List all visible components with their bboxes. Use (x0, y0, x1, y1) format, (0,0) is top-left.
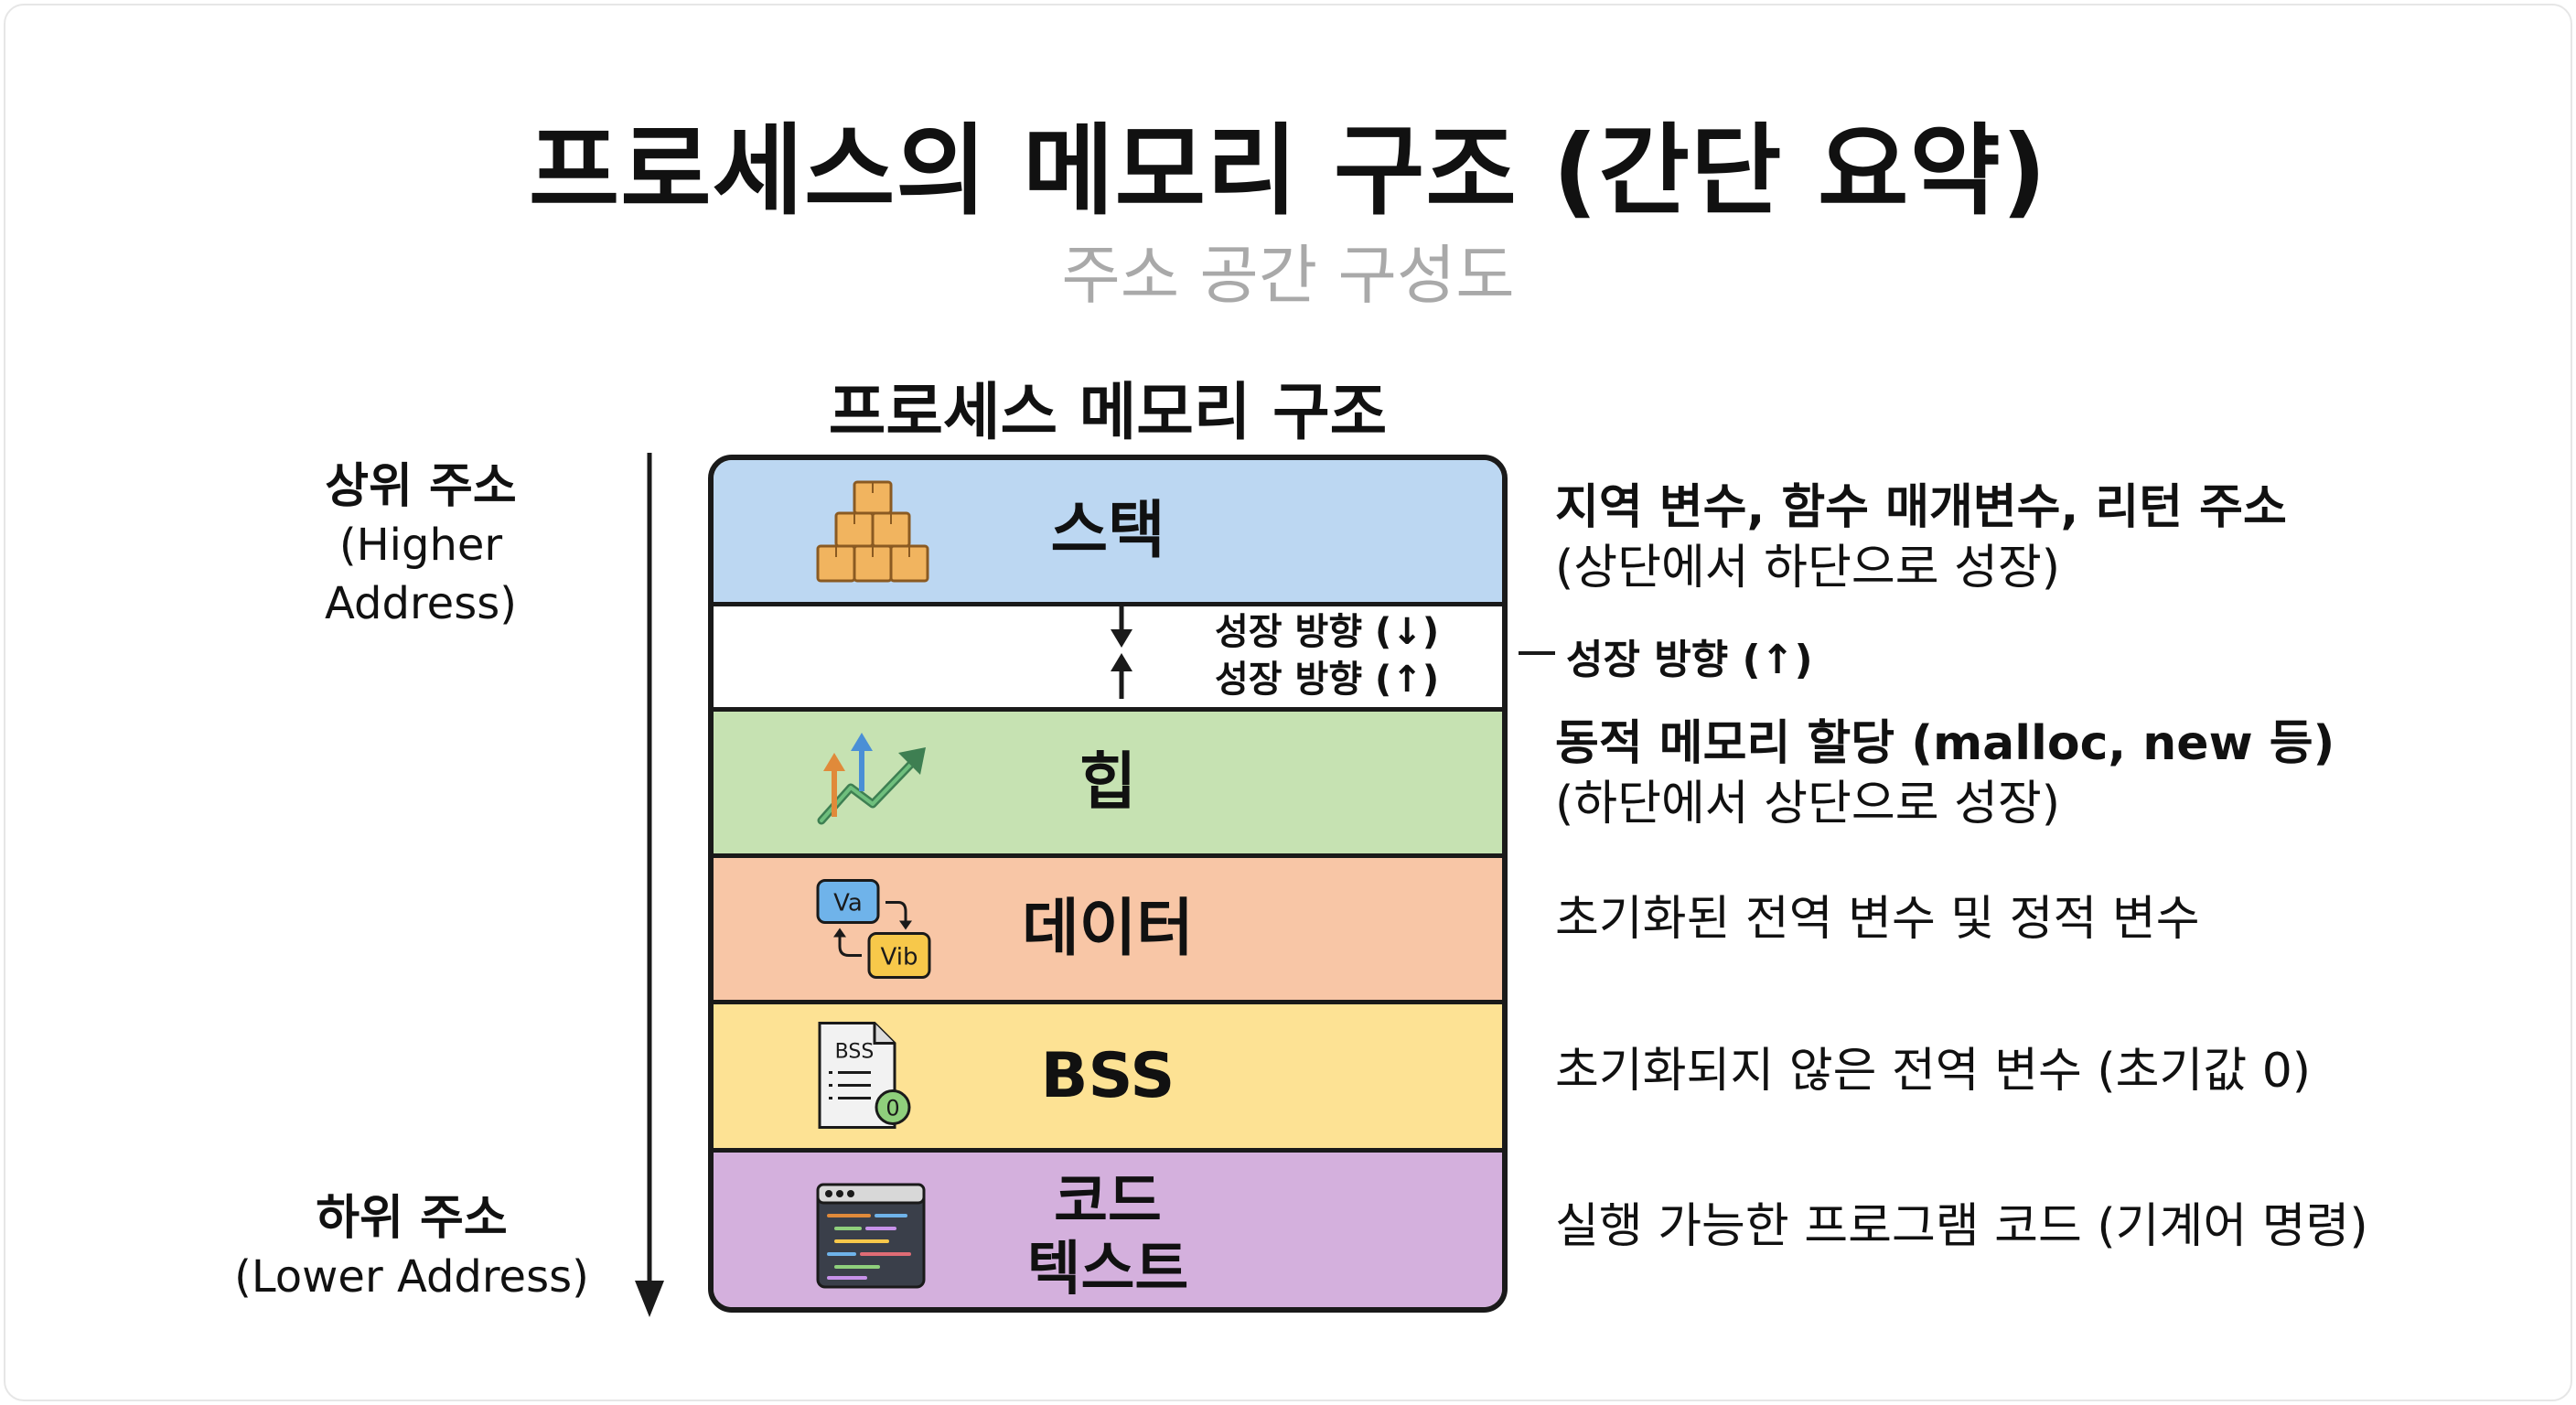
data-desc-line1: 초기화된 전역 변수 및 정적 변수 (1555, 892, 2200, 947)
segment-code-label: 코드 텍스트 (714, 1168, 1502, 1303)
heap-desc-line2: (하단에서 상단으로 성장) (1555, 777, 2061, 831)
variables-icon: Va Vib (816, 878, 931, 979)
page-title: 프로세스의 메모리 구조 (간단 요약) (528, 114, 2048, 229)
growth-down-label: 성장 방향 (↓) (1215, 611, 1440, 653)
code-desc-line1: 실행 가능한 프로그램 코드 (기계어 명령) (1555, 1199, 2368, 1254)
up-arrow-icon (1111, 653, 1132, 699)
high-address-en: (Higher Address) (325, 520, 517, 629)
segment-heap-label: 힙 (1079, 745, 1137, 819)
variables-icon-text-b: Vib (881, 943, 918, 971)
heap-description: 동적 메모리 할당 (malloc, new 등) (하단에서 상단으로 성장) (1555, 713, 2334, 834)
stack-desc-line1: 지역 변수, 함수 매개변수, 리턴 주소 (1555, 480, 2287, 535)
heap-desc-line1: 동적 메모리 할당 (malloc, new 등) (1555, 713, 2334, 774)
document-icon-text: BSS (835, 1040, 875, 1063)
diagram-title: 프로세스 메모리 구조 (828, 377, 1388, 449)
segment-data-label: 데이터 (1022, 892, 1194, 965)
zero-badge-text: 0 (886, 1095, 899, 1121)
segment-data: Va Vib 데이터 (714, 858, 1502, 1004)
growth-side-label: 성장 방향 (↑) (1566, 637, 1813, 683)
bss-desc-line1: 초기화되지 않은 전역 변수 (초기값 0) (1555, 1044, 2312, 1099)
document-zero-icon: BSS 0 (818, 1021, 911, 1129)
address-direction-arrow (635, 453, 664, 1317)
segment-code-label-line2: 텍스트 (1026, 1235, 1189, 1303)
memory-layout: 스택 힙 Va Vib (708, 455, 1508, 1313)
segment-bss: BSS 0 BSS (714, 1004, 1502, 1153)
segment-code-label-line1: 코드 (1054, 1167, 1162, 1236)
variables-icon-text-a: Va (833, 889, 863, 917)
segment-code: 코드 텍스트 (714, 1153, 1502, 1307)
low-address-label: 하위 주소 (Lower Address) (229, 1189, 595, 1306)
high-address-label: 상위 주소 (Higher Address) (238, 457, 604, 633)
boxes-icon (816, 480, 929, 582)
code-description: 실행 가능한 프로그램 코드 (기계어 명령) (1555, 1196, 2368, 1257)
high-address-ko: 상위 주소 (325, 459, 517, 514)
growth-side-connector (1519, 651, 1555, 655)
stack-description: 지역 변수, 함수 매개변수, 리턴 주소 (상단에서 하단으로 성장) (1555, 477, 2287, 598)
segment-stack-label: 스택 (1050, 494, 1165, 567)
bss-description: 초기화되지 않은 전역 변수 (초기값 0) (1555, 1041, 2311, 1101)
heap-desc-line1-text: 동적 메모리 할당 (malloc, new 등) (1555, 716, 2335, 771)
data-description: 초기화된 전역 변수 및 정적 변수 (1555, 889, 2200, 949)
segment-free-space (714, 606, 1502, 712)
segment-stack: 스택 (714, 460, 1502, 606)
page-subtitle: 주소 공간 구성도 (1061, 238, 1515, 313)
stack-desc-line2: (상단에서 하단으로 성장) (1555, 541, 2061, 595)
segment-bss-label: BSS (1040, 1039, 1175, 1112)
growth-arrows-icon (817, 732, 926, 824)
page-frame (4, 4, 2572, 1401)
down-arrow-icon (1111, 604, 1132, 648)
growth-up-label: 성장 방향 (↑) (1215, 659, 1440, 701)
segment-heap: 힙 (714, 712, 1502, 858)
code-window-icon (816, 1183, 926, 1288)
low-address-ko: 하위 주소 (316, 1191, 508, 1246)
low-address-en: (Lower Address) (234, 1251, 589, 1303)
